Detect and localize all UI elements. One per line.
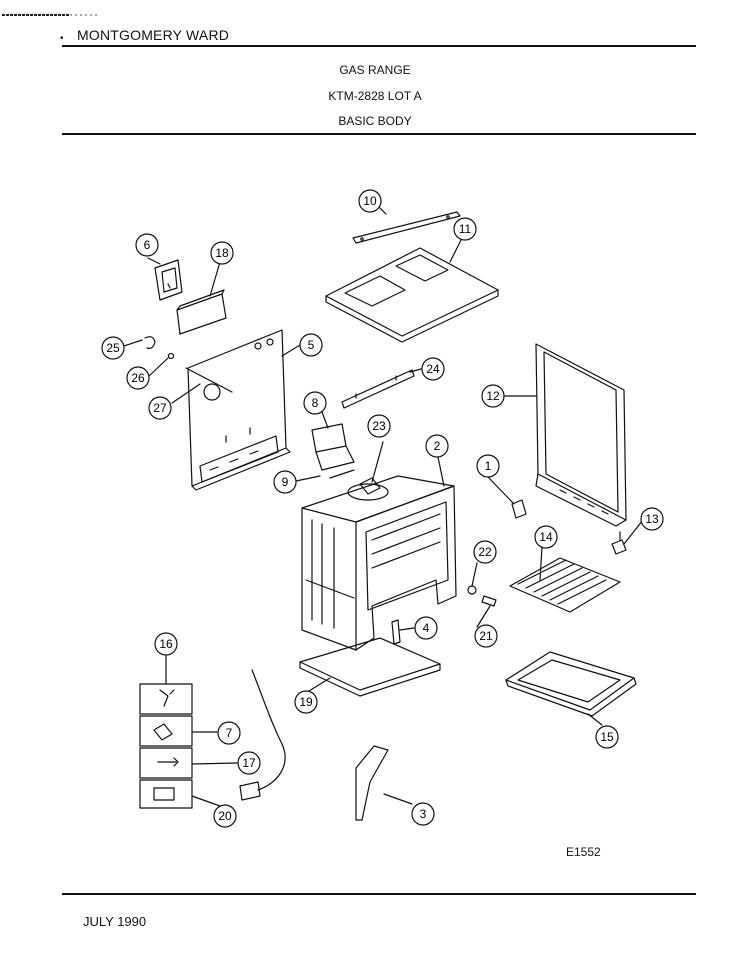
svg-text:26: 26 bbox=[131, 371, 145, 385]
callout-20: 20 bbox=[213, 804, 237, 828]
callout-2: 2 bbox=[425, 434, 449, 458]
footer-rule bbox=[62, 893, 696, 895]
part-24-bracket bbox=[341, 369, 415, 409]
part-8-burner-box bbox=[311, 423, 355, 471]
svg-text:23: 23 bbox=[372, 419, 386, 433]
callout-13: 13 bbox=[640, 507, 664, 531]
callout-25: 25 bbox=[101, 336, 125, 360]
section-title: BASIC BODY bbox=[338, 114, 412, 128]
svg-text:4: 4 bbox=[423, 621, 430, 635]
scan-artifact bbox=[2, 14, 98, 16]
callout-14: 14 bbox=[534, 525, 558, 549]
part-7-box bbox=[139, 715, 193, 747]
callout-11: 11 bbox=[453, 217, 477, 241]
svg-text:13: 13 bbox=[645, 512, 659, 526]
part-22-nut bbox=[467, 585, 477, 595]
model-number: KTM-2828 LOT A bbox=[328, 89, 422, 103]
svg-text:7: 7 bbox=[226, 726, 233, 740]
svg-text:12: 12 bbox=[486, 389, 500, 403]
bullet-mark: • bbox=[60, 33, 64, 44]
part-26-screw bbox=[167, 352, 175, 360]
svg-text:27: 27 bbox=[153, 401, 167, 415]
svg-text:18: 18 bbox=[215, 246, 229, 260]
svg-text:8: 8 bbox=[312, 396, 319, 410]
callout-7: 7 bbox=[217, 721, 241, 745]
part-3-igniter bbox=[355, 745, 389, 821]
part-27-pin bbox=[185, 367, 233, 393]
svg-text:1: 1 bbox=[485, 459, 492, 473]
part-18-shield bbox=[176, 289, 227, 335]
callout-8: 8 bbox=[303, 391, 327, 415]
part-4-bracket bbox=[391, 619, 401, 645]
callout-layer: 10 11 6 18 25 5 24 26 12 8 27 23 2 1 9 1… bbox=[101, 189, 664, 828]
svg-text:5: 5 bbox=[308, 338, 315, 352]
part-12-door-frame bbox=[535, 343, 627, 527]
svg-text:9: 9 bbox=[282, 475, 289, 489]
part-10-top-trim bbox=[352, 211, 461, 244]
header-rule-bottom bbox=[62, 133, 696, 135]
svg-text:25: 25 bbox=[106, 341, 120, 355]
svg-text:16: 16 bbox=[159, 637, 173, 651]
callout-15: 15 bbox=[595, 725, 619, 749]
svg-text:20: 20 bbox=[218, 809, 232, 823]
callout-12: 12 bbox=[481, 384, 505, 408]
part-25-clip bbox=[144, 336, 156, 349]
part-23-burner bbox=[347, 477, 389, 501]
drawing-id: E1552 bbox=[566, 845, 601, 859]
callout-1: 1 bbox=[476, 454, 500, 478]
exploded-parts-diagram: 10 11 6 18 25 5 24 26 12 8 27 23 2 1 9 1… bbox=[101, 189, 664, 828]
svg-text:19: 19 bbox=[299, 695, 313, 709]
callout-23: 23 bbox=[367, 414, 391, 438]
callout-19: 19 bbox=[294, 690, 318, 714]
svg-text:24: 24 bbox=[426, 362, 440, 376]
part-5-back-panel bbox=[187, 329, 291, 491]
part-13-leveler bbox=[611, 531, 627, 555]
part-15-broiler-pan bbox=[505, 651, 637, 717]
product-title: GAS RANGE bbox=[339, 63, 411, 77]
svg-text:14: 14 bbox=[539, 530, 553, 544]
part-19-bottom-panel bbox=[299, 637, 441, 697]
callout-21: 21 bbox=[474, 624, 498, 648]
callout-6: 6 bbox=[135, 233, 159, 257]
part-16-box bbox=[139, 683, 193, 715]
part-17-box bbox=[139, 747, 193, 779]
brand-name: MONTGOMERY WARD bbox=[77, 27, 230, 43]
part-6-bracket bbox=[154, 259, 183, 301]
callout-5: 5 bbox=[299, 333, 323, 357]
svg-text:15: 15 bbox=[600, 730, 614, 744]
power-cord bbox=[251, 669, 286, 791]
callout-27: 27 bbox=[148, 396, 172, 420]
part-11-top-panel bbox=[325, 247, 499, 343]
part-9-tube bbox=[329, 469, 355, 479]
part-14-oven-rack bbox=[509, 557, 621, 613]
publication-date: JULY 1990 bbox=[83, 914, 147, 929]
part-21-stem bbox=[481, 595, 497, 607]
header-rule-top bbox=[62, 45, 696, 47]
svg-text:2: 2 bbox=[434, 439, 441, 453]
svg-text:21: 21 bbox=[479, 629, 493, 643]
callout-16: 16 bbox=[154, 632, 178, 656]
callout-24: 24 bbox=[421, 357, 445, 381]
callout-26: 26 bbox=[126, 366, 150, 390]
callout-4: 4 bbox=[414, 616, 438, 640]
callout-10: 10 bbox=[358, 189, 382, 213]
callout-17: 17 bbox=[237, 751, 261, 775]
svg-text:3: 3 bbox=[420, 807, 427, 821]
part-1-knob bbox=[511, 499, 527, 519]
callout-3: 3 bbox=[411, 802, 435, 826]
svg-text:10: 10 bbox=[363, 194, 377, 208]
part-2-oven-body bbox=[301, 475, 457, 651]
part-20-box bbox=[139, 779, 193, 809]
callout-18: 18 bbox=[210, 241, 234, 265]
callout-22: 22 bbox=[473, 540, 497, 564]
svg-text:11: 11 bbox=[459, 222, 472, 236]
svg-text:6: 6 bbox=[144, 238, 151, 252]
svg-text:17: 17 bbox=[242, 756, 256, 770]
callout-9: 9 bbox=[273, 470, 297, 494]
svg-text:22: 22 bbox=[478, 545, 492, 559]
